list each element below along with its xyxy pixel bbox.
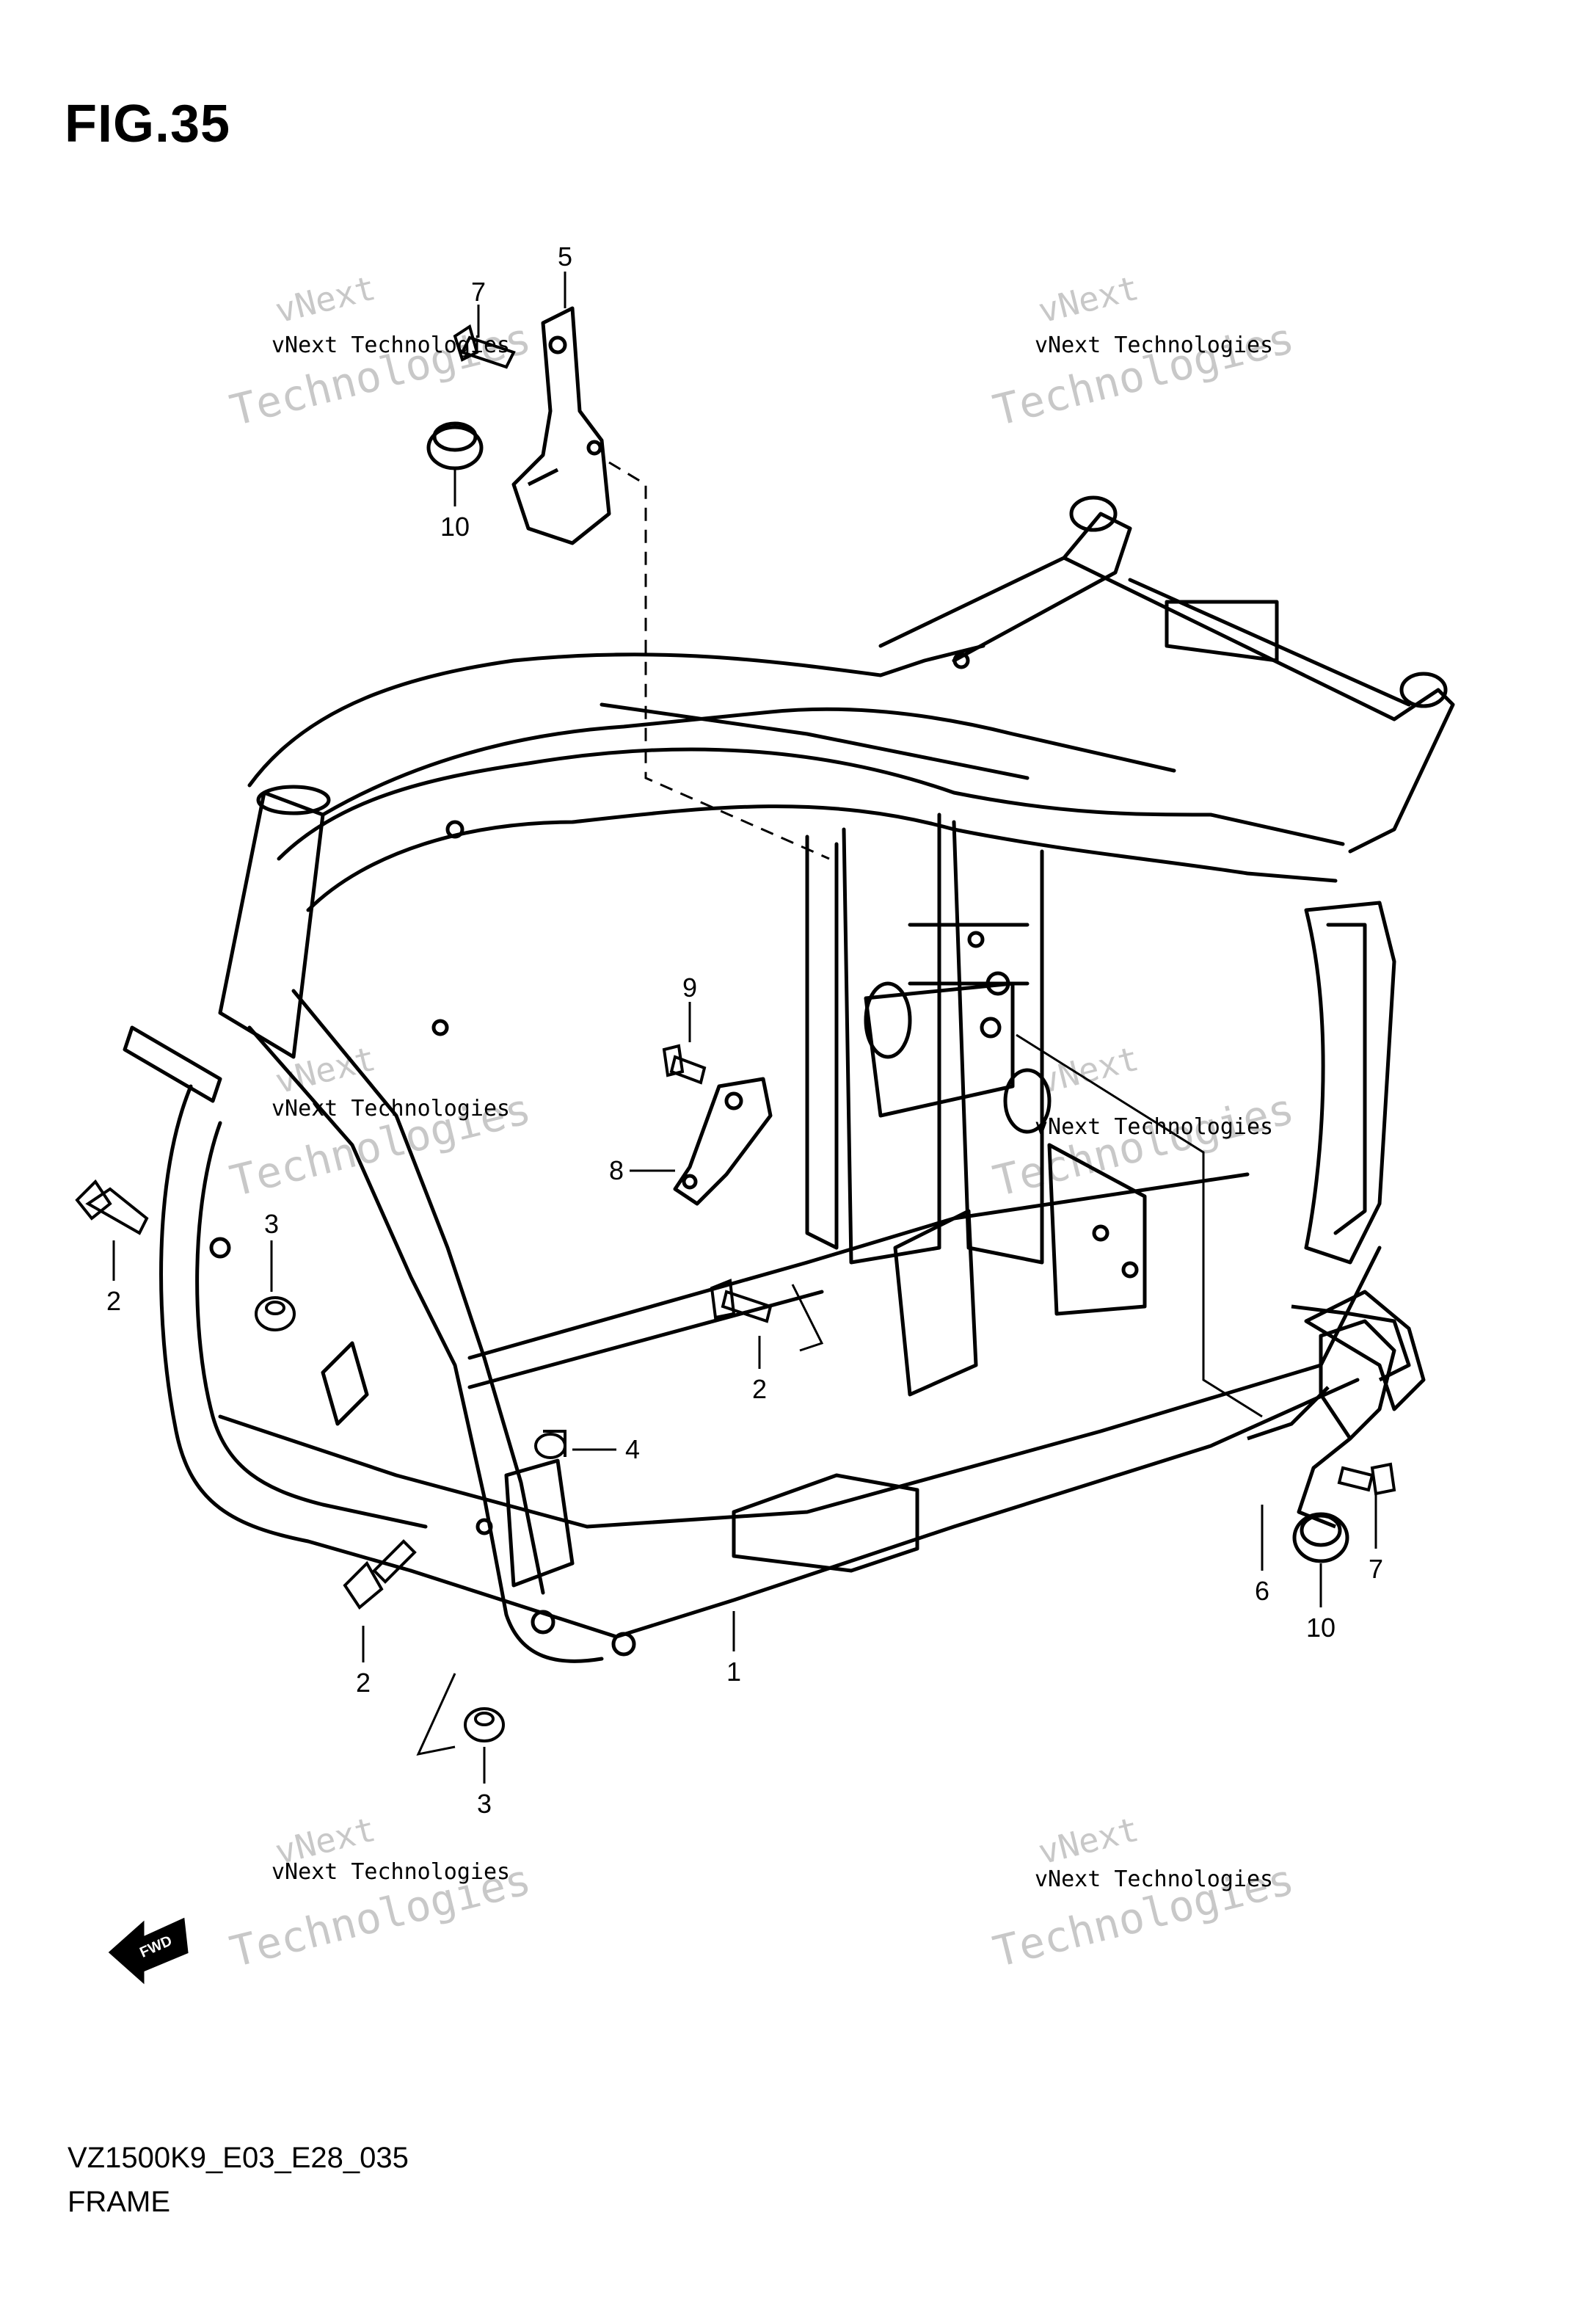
- svg-text:Technologies: Technologies: [988, 1083, 1299, 1206]
- bolt-part-9: [662, 1044, 707, 1085]
- bracket-part-8: [673, 1077, 773, 1206]
- callout-3-bottom: 3: [477, 1789, 492, 1819]
- bolt-part-2-bottom: [343, 1539, 417, 1610]
- bolt-part-2-left: [75, 1179, 149, 1235]
- watermark-mid-right: vNext Technologies vNext Technologies: [988, 1039, 1299, 1207]
- watermark-top-right: vNext Technologies vNext Technologies: [988, 268, 1299, 436]
- watermark-mid-left: vNext Technologies vNext Technologies: [225, 1039, 536, 1207]
- bracket-part-5: [511, 306, 611, 545]
- bolt-part-7-right: [1337, 1462, 1396, 1496]
- svg-text:vNext: vNext: [272, 268, 379, 331]
- figure-title: FIG.35: [65, 95, 231, 153]
- svg-text:vNext Technologies: vNext Technologies: [1035, 1866, 1273, 1892]
- callout-7-top: 7: [471, 277, 486, 307]
- svg-text:Technologies: Technologies: [988, 313, 1299, 435]
- frame-part-1: [123, 495, 1455, 1663]
- bolt-part-7-top: [453, 324, 516, 369]
- callout-2-left: 2: [106, 1286, 121, 1316]
- svg-text:vNext: vNext: [1035, 268, 1143, 331]
- callout-6: 6: [1255, 1576, 1269, 1606]
- callout-2-bottom: 2: [356, 1668, 371, 1698]
- grommet-part-10-right: [1292, 1512, 1349, 1563]
- nut-part-3-bottom: [464, 1707, 505, 1742]
- bolt-part-2-center: [710, 1279, 773, 1323]
- callout-10-top: 10: [440, 512, 470, 542]
- figure-name: FRAME: [68, 2186, 170, 2218]
- grommet-part-10-top: [426, 421, 484, 470]
- callout-2-center: 2: [752, 1374, 767, 1404]
- callout-5-top: 5: [558, 241, 572, 272]
- bracket-part-6: [1247, 1304, 1411, 1529]
- figure-code: VZ1500K9_E03_E28_035: [68, 2142, 409, 2174]
- fwd-arrow-icon: FWD: [108, 1917, 189, 1985]
- svg-text:vNext: vNext: [1035, 1809, 1143, 1872]
- callout-7-right: 7: [1369, 1554, 1383, 1584]
- svg-text:Technologies: Technologies: [225, 313, 536, 435]
- svg-text:vNext Technologies: vNext Technologies: [1035, 1114, 1273, 1140]
- callout-3-left: 3: [264, 1209, 279, 1239]
- watermark-bottom-left: vNext Technologies vNext Technologies: [225, 1809, 536, 1977]
- callout-8: 8: [609, 1155, 624, 1185]
- svg-text:vNext Technologies: vNext Technologies: [272, 1859, 510, 1885]
- alignment-lines: [608, 461, 830, 860]
- callout-1: 1: [726, 1657, 741, 1687]
- fastener-part-4: [534, 1430, 566, 1459]
- svg-text:vNext Technologies: vNext Technologies: [1035, 332, 1273, 358]
- nut-part-3-left: [255, 1296, 296, 1331]
- callout-9: 9: [682, 973, 697, 1003]
- callout-10-right: 10: [1306, 1613, 1336, 1643]
- callout-4: 4: [625, 1434, 640, 1464]
- leader-lines: [112, 272, 1377, 1784]
- watermark-bottom-right: vNext Technologies vNext Technologies: [988, 1809, 1299, 1977]
- watermark-top-left: vNext Technologies vNext Technologies: [225, 268, 536, 436]
- cover-part-6-top: [1304, 1290, 1426, 1411]
- svg-text:vNext: vNext: [1035, 1039, 1143, 1102]
